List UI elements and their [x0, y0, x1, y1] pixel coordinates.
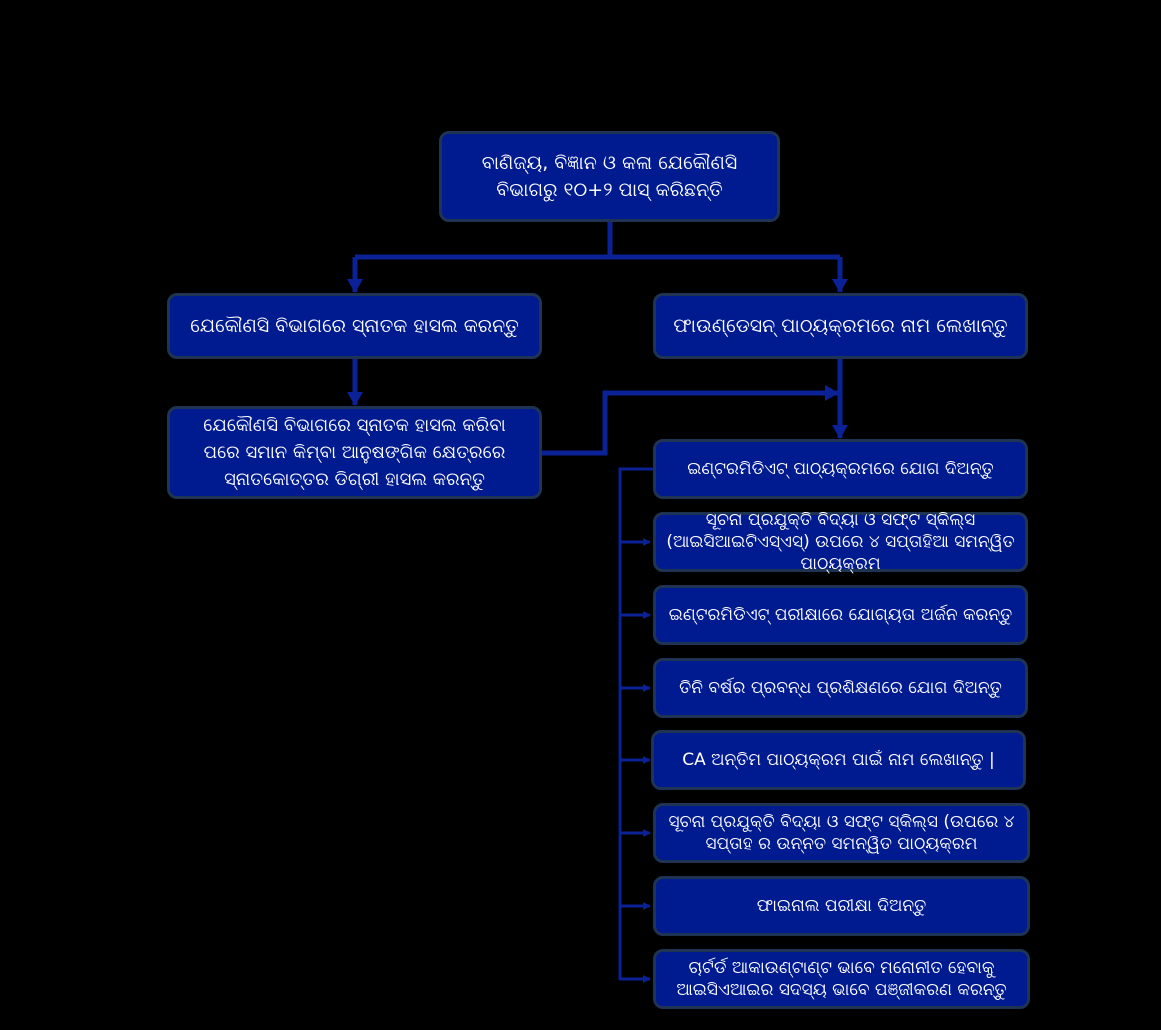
step-node: ଚାର୍ଟର୍ଡ ଆକାଉଣ୍ଟାଣ୍ଟ ଭାବେ ମନୋନୀତ ହେବାକୁ … [653, 949, 1030, 1009]
step-node-text: ସୂଚନା ପ୍ରଯୁକ୍ତି ବିଦ୍ୟା ଓ ସଫ୍ଟ ସ୍କିଲ୍ସ (ଉ… [668, 812, 1015, 854]
spine-line [618, 467, 653, 980]
connector-top [355, 221, 840, 260]
step-node-text: ଫାଇନାଲ ପରୀକ୍ଷା ଦିଅନ୍ତୁ [756, 896, 927, 916]
step-node: ଫାଇନାଲ ପରୀକ୍ଷା ଦିଅନ୍ତୁ [653, 876, 1030, 936]
step-node-text: ଇଣ୍ଟରମିଡିଏଟ୍ ପରୀକ୍ଷାରେ ଯୋଗ୍ୟତା ଅର୍ଜନ କରନ… [668, 605, 1013, 625]
postgraduation-node-text: ଯେକୌଣସି ବିଭାଗରେ ସ୍ନାତକ ହାସଲ କରିବା ପରେ ସମ… [203, 415, 506, 490]
step-node: ତିନି ବର୍ଷର ପ୍ରବନ୍ଧ ପ୍ରଶିକ୍ଷଣରେ ଯୋଗ ଦିଅନ୍… [653, 658, 1028, 718]
step-node: ସୂଚନା ପ୍ରଯୁକ୍ତି ବିଦ୍ୟା ଓ ସଫ୍ଟ ସ୍କିଲ୍ସ (ଆ… [653, 510, 1028, 574]
step-node-text: ସୂଚନା ପ୍ରଯୁକ୍ତି ବିଦ୍ୟା ଓ ସଫ୍ଟ ସ୍କିଲ୍ସ (ଆ… [666, 510, 1015, 574]
foundation-node-text: ଫାଉଣ୍ଡେସନ୍ ପାଠ୍ୟକ୍ରମରେ ନାମ ଲେଖାନ୍ତୁ [673, 314, 1008, 337]
graduation-node: ଯେକୌଣସି ବିଭାଗରେ ସ୍ନାତକ ହାସଲ କରନ୍ତୁ [167, 293, 542, 359]
foundation-node: ଫାଉଣ୍ଡେସନ୍ ପାଠ୍ୟକ୍ରମରେ ନାମ ଲେଖାନ୍ତୁ [653, 293, 1028, 359]
graduation-node-text: ଯେକୌଣସି ବିଭାଗରେ ସ୍ନାତକ ହାସଲ କରନ୍ତୁ [190, 314, 519, 337]
step-node: ଇଣ୍ଟରମିଡିଏଟ୍ ପାଠ୍ୟକ୍ରମରେ ଯୋଗ ଦିଅନ୍ତୁ [653, 439, 1028, 499]
arrow-left2-to-right [541, 385, 839, 456]
step-node-text: ଇଣ୍ଟରମିଡିଏଟ୍ ପାଠ୍ୟକ୍ରମରେ ଯୋଗ ଦିଅନ୍ତୁ [687, 459, 994, 479]
step-node: CA ଅନ୍ତିମ ପାଠ୍ୟକ୍ରମ ପାଇଁ ନାମ ଲେଖାନ୍ତୁ | [651, 730, 1026, 790]
step-node-text: CA ଅନ୍ତିମ ପାଠ୍ୟକ୍ରମ ପାଇଁ ନାମ ଲେଖାନ୍ତୁ | [682, 750, 995, 770]
start-node: ବାଣିଜ୍ୟ, ବିଜ୍ଞାନ ଓ କଳା ଯେକୌଣସି ବିଭାଗରୁ ୧… [439, 131, 780, 222]
step-node: ଇଣ୍ଟରମିଡିଏଟ୍ ପରୀକ୍ଷାରେ ଯୋଗ୍ୟତା ଅର୍ଜନ କରନ… [653, 585, 1028, 645]
postgraduation-node: ଯେକୌଣସି ବିଭାଗରେ ସ୍ନାତକ ହାସଲ କରିବା ପରେ ସମ… [167, 406, 542, 499]
step-node: ସୂଚନା ପ୍ରଯୁକ୍ତି ବିଦ୍ୟା ଓ ସଫ୍ଟ ସ୍କିଲ୍ସ (ଉ… [653, 803, 1030, 863]
start-node-text: ବାଣିଜ୍ୟ, ବିଜ୍ଞାନ ଓ କଳା ଯେକୌଣସି ବିଭାଗରୁ ୧… [481, 151, 738, 201]
step-node-text: ତିନି ବର୍ଷର ପ୍ରବନ୍ଧ ପ୍ରଶିକ୍ଷଣରେ ଯୋଗ ଦିଅନ୍… [679, 678, 1002, 698]
step-node-text: ଚାର୍ଟର୍ଡ ଆକାଉଣ୍ଟାଣ୍ଟ ଭାବେ ମନୋନୀତ ହେବାକୁ … [676, 958, 1007, 1000]
